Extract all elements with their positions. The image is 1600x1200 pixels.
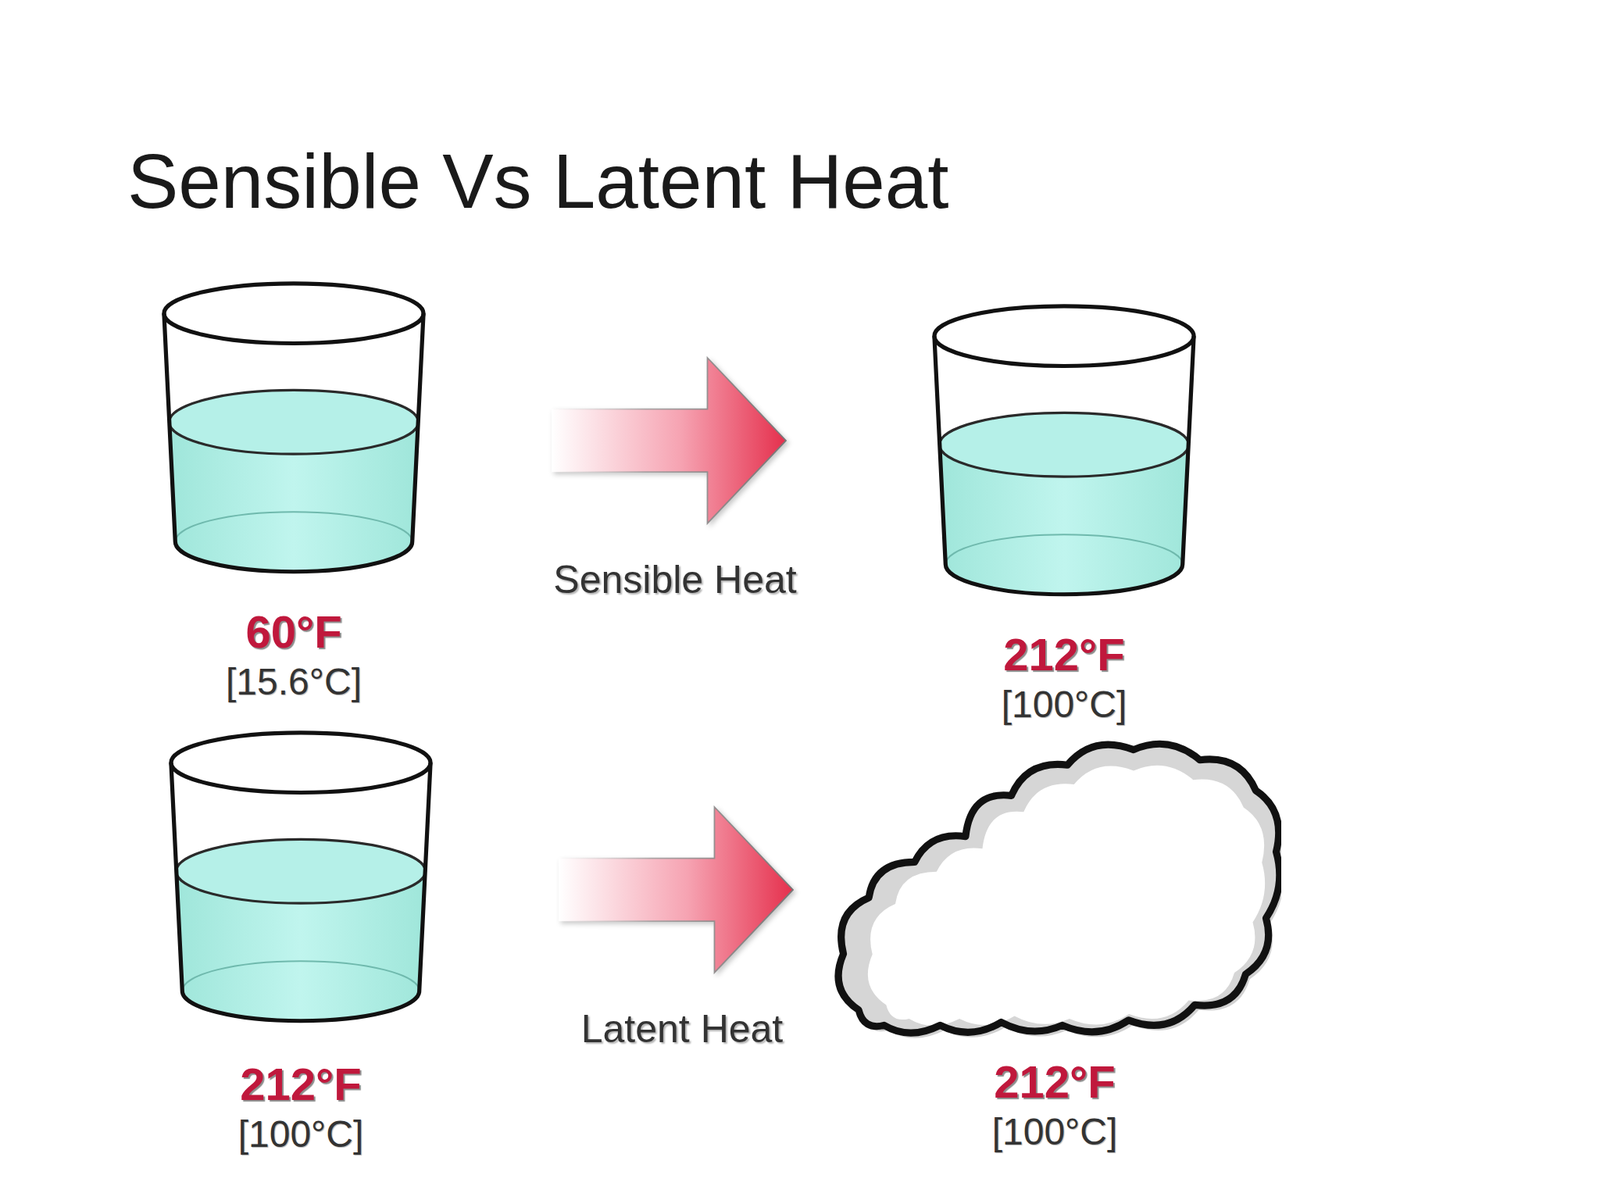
temperature-c: [15.6°C] <box>225 659 362 705</box>
process-label: Sensible Heat <box>553 557 797 604</box>
cup-shape <box>171 732 431 1022</box>
cup-illustration <box>931 303 1197 603</box>
block-arrow <box>558 807 793 973</box>
temperature-f: 212°F <box>239 1057 361 1112</box>
cup-node: 212°F[100°C] <box>167 729 434 1157</box>
arrow-body <box>551 357 786 524</box>
arrow-outline <box>558 807 793 973</box>
process-label: Latent Heat <box>581 1007 784 1053</box>
cup-illustration <box>167 729 434 1029</box>
cup-node: 212°F[100°C] <box>931 303 1197 727</box>
temperature-c: [100°C] <box>992 1109 1118 1155</box>
temperature-c: [100°C] <box>1001 682 1128 728</box>
temperature-f: 212°F <box>1003 627 1125 683</box>
block-arrow <box>551 357 786 524</box>
cloud-shape <box>838 743 1282 1038</box>
steam-node: 212°F[100°C] <box>828 734 1282 1154</box>
slide-title: Sensible Vs Latent Heat <box>127 142 949 220</box>
cloud-illustration <box>828 734 1282 1041</box>
temperature-f: 60°F <box>245 604 342 660</box>
arrow-body <box>558 807 793 973</box>
cup-illustration <box>160 280 427 580</box>
cup-shape <box>164 283 424 572</box>
temperature-f: 212°F <box>993 1054 1115 1110</box>
cup-shape <box>934 306 1194 595</box>
cup-node: 60°F[15.6°C] <box>160 280 427 704</box>
temperature-c: [100°C] <box>238 1111 365 1158</box>
arrow-outline <box>551 357 786 524</box>
